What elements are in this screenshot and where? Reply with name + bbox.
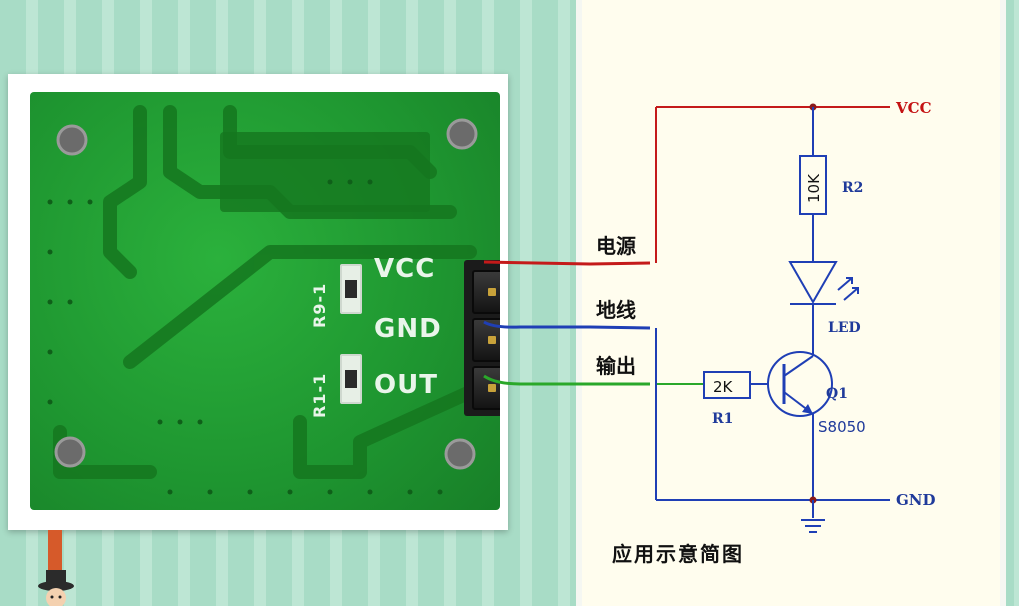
pcb-big-pad	[220, 132, 430, 212]
silk-vcc-label: VCC	[374, 254, 436, 284]
vcc-wire-label: 电源	[596, 234, 636, 258]
pcb-photo-frame: R9-1 R1-1 VCC GND OUT	[8, 74, 508, 530]
silk-gnd-label: GND	[374, 314, 442, 344]
vias	[47, 179, 443, 495]
q1-emitter-arrow	[802, 404, 813, 414]
mounting-hole	[444, 438, 476, 470]
mounting-hole	[54, 436, 86, 468]
pcb-traces	[47, 105, 478, 495]
q1-collector	[783, 355, 814, 377]
gnd-net-label: GND	[896, 491, 936, 509]
mounting-hole	[446, 118, 478, 150]
schematic-panel: VCC GND R2 LED Q1 R1 2K S8050 10K	[576, 0, 1006, 606]
pin-out	[472, 366, 500, 410]
q1-part-label: S8050	[818, 418, 866, 436]
r1-value-label: 2K	[713, 378, 734, 396]
ground-icon	[801, 519, 825, 533]
smd-resistor-r9	[340, 264, 362, 314]
smd-resistor-r1	[340, 354, 362, 404]
led-rays-icon	[837, 277, 859, 301]
led-ref-label: LED	[828, 320, 861, 336]
schematic-drawing: VCC GND R2 LED Q1 R1 2K S8050 10K	[655, 99, 936, 533]
q1-ref-label: Q1	[826, 386, 848, 402]
wire-vcc	[483, 260, 651, 266]
led-triangle	[788, 261, 838, 305]
diagram-caption: 应用示意简图	[612, 542, 744, 566]
r2-ref-label: R2	[842, 180, 863, 196]
mounting-hole	[56, 124, 88, 156]
silk-out-label: OUT	[374, 370, 438, 400]
pcb-board: R9-1 R1-1 VCC GND OUT	[30, 92, 500, 510]
out-wire-label: 输出	[596, 354, 636, 378]
wire-gnd	[483, 320, 651, 330]
r2-value-label: 10K	[805, 173, 823, 203]
pin-vcc	[472, 270, 500, 314]
pin-header	[464, 260, 500, 416]
trace-5	[293, 385, 477, 479]
trace-4	[123, 245, 477, 369]
r1-ref-label: R1	[712, 411, 733, 427]
vcc-net-label: VCC	[895, 99, 932, 117]
gnd-wire-label: 地线	[596, 298, 636, 322]
wire-out	[483, 374, 650, 386]
mounting-holes	[54, 118, 478, 470]
mascot-icon	[38, 530, 74, 606]
trace-1	[103, 105, 147, 279]
